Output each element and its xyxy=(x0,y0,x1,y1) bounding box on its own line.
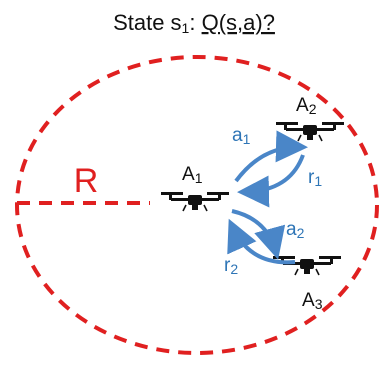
action-label-a1: a1 xyxy=(232,125,251,147)
drone-icon xyxy=(272,255,342,276)
action-arrow-a2 xyxy=(231,209,286,260)
reward-arrow-r2 xyxy=(227,218,296,265)
reward-label-r1: r1 xyxy=(308,167,322,189)
reward-label-r2: r2 xyxy=(224,255,238,277)
action-label-a2: a2 xyxy=(286,219,305,241)
reward-arrow-r1 xyxy=(237,154,305,208)
agent-label-a2: A2 xyxy=(296,95,317,117)
drone-icon xyxy=(275,121,345,142)
agent-label-a1: A1 xyxy=(182,164,203,186)
agent-label-a3: A3 xyxy=(302,290,323,312)
radius-label: R xyxy=(74,162,99,200)
action-arrow-a1 xyxy=(234,130,308,183)
drone-icon xyxy=(160,191,230,212)
page-title: State s1: Q(s,a)? xyxy=(113,10,275,36)
